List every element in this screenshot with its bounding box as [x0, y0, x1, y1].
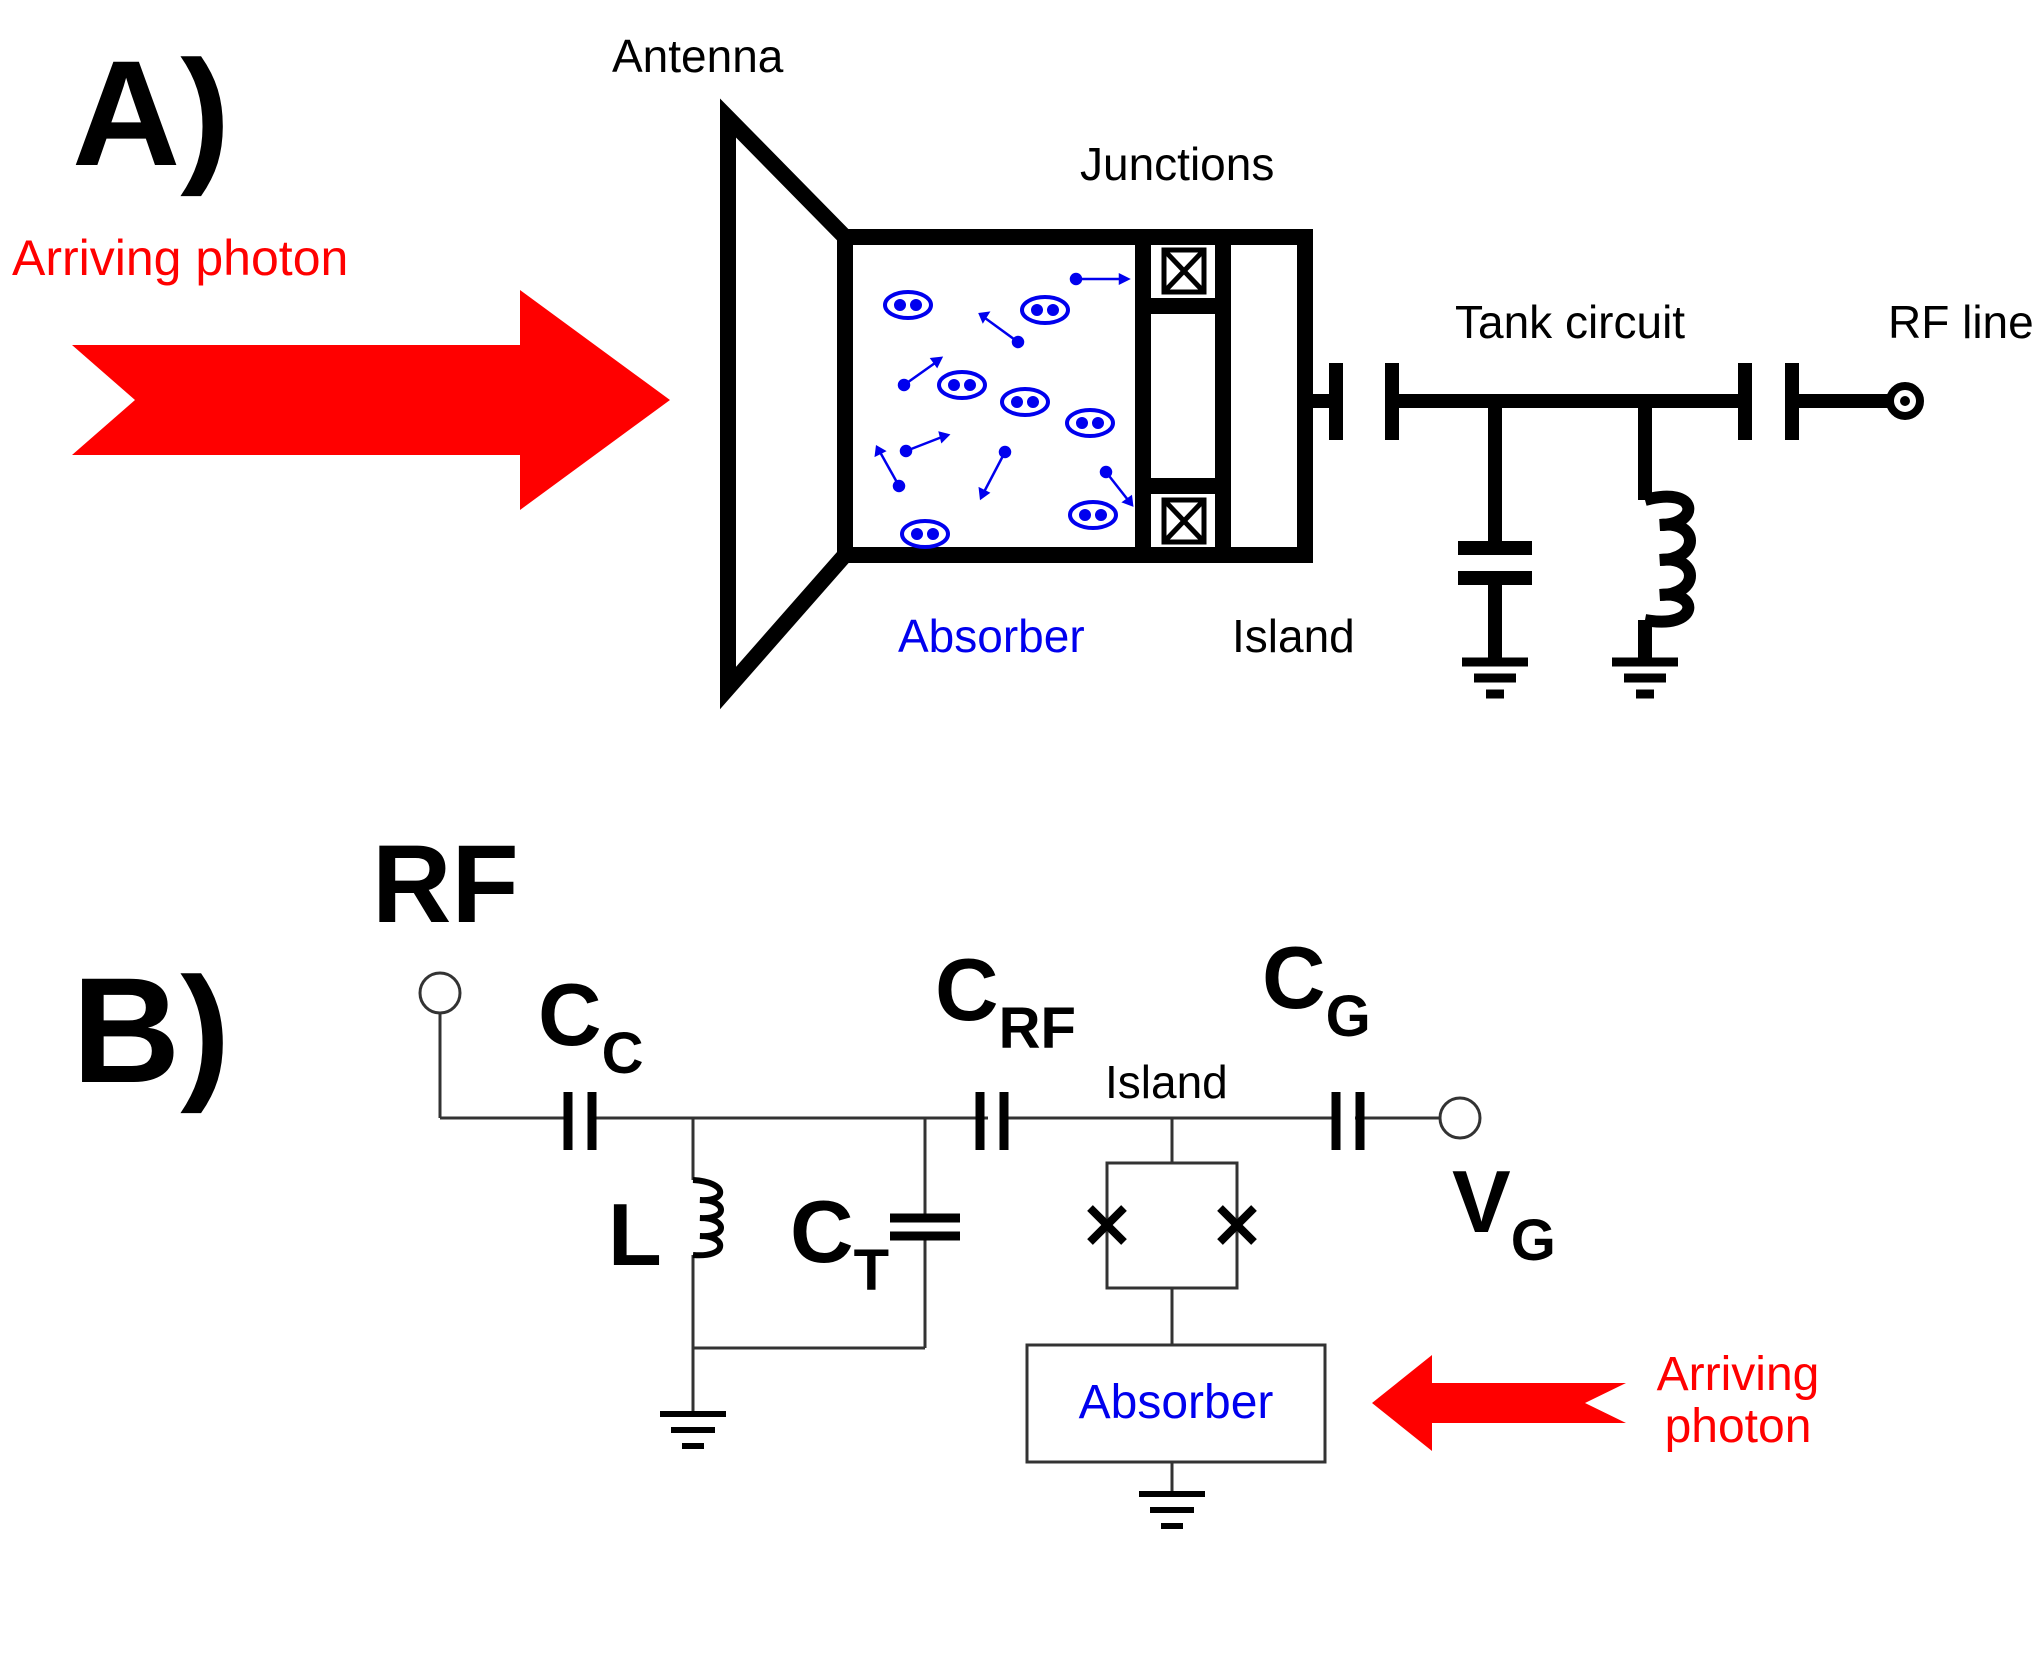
junctions-label: Junctions [1080, 138, 1274, 190]
cooper-pair [1000, 387, 1050, 417]
vg-terminal [1438, 1096, 1482, 1140]
panel-b: B) RF CC [72, 823, 1820, 1529]
arriving-photon-label-b-line2: photon [1665, 1400, 1812, 1453]
antenna-label: Antenna [612, 30, 784, 82]
ground-symbol [1139, 1491, 1205, 1529]
cooper-pairs [883, 290, 1118, 549]
squid-loop [1105, 1161, 1239, 1290]
crf-label: CRF [935, 940, 1076, 1061]
island-label-b: Island [1105, 1056, 1228, 1108]
l-label: L [608, 1185, 662, 1284]
absorber-label-b: Absorber [1079, 1376, 1274, 1429]
ground-symbol [660, 1411, 726, 1449]
rf-terminal-b [418, 971, 462, 1015]
cooper-pair [1068, 500, 1118, 530]
rf-line-label: RF line [1888, 296, 2034, 348]
absorber-label-a: Absorber [898, 610, 1085, 662]
cc-label: CC [538, 965, 643, 1086]
panel-b-label: B) [72, 946, 230, 1114]
quasiparticle [978, 445, 1012, 501]
rf-label: RF [372, 823, 519, 946]
cg-label: CG [1262, 928, 1371, 1049]
arriving-photon-label: Arriving photon [12, 230, 348, 286]
quasiparticle [978, 311, 1025, 349]
tank-circuit-label: Tank circuit [1455, 296, 1685, 348]
photon-arrow-a [72, 290, 670, 510]
cooper-pair [937, 370, 987, 400]
tank-circuit [1305, 363, 1890, 660]
quasiparticle [874, 444, 906, 493]
quasiparticles [874, 272, 1134, 507]
ground-symbol [1612, 657, 1678, 699]
antenna-horn [720, 98, 853, 710]
photon-arrow-b [1372, 1355, 1626, 1451]
quasiparticle [1069, 272, 1131, 286]
josephson-junction [1087, 1205, 1127, 1245]
panel-a-label: A) [72, 29, 230, 197]
cg-capacitor [1331, 1092, 1365, 1150]
quasiparticle [1099, 465, 1134, 507]
tank-inductor-coil [1643, 490, 1696, 628]
cooper-pair [1065, 408, 1115, 438]
island-box [1215, 229, 1313, 563]
cooper-pair [900, 519, 950, 549]
josephson-junction [1217, 1205, 1257, 1245]
junction-top [1161, 247, 1207, 295]
cc-capacitor [563, 1092, 597, 1150]
absorber-box [837, 229, 1151, 563]
cooper-pair [883, 290, 933, 320]
island-label-a: Island [1232, 610, 1355, 662]
rf-terminal [1886, 382, 1924, 420]
quasiparticle [899, 431, 951, 458]
quasiparticle [897, 356, 944, 392]
l-inductor-coil [692, 1177, 724, 1259]
panel-a: A) Arriving photon Antenna Junctions [12, 29, 2034, 710]
ct-label: CT [790, 1182, 889, 1303]
cooper-pair [1020, 295, 1070, 325]
crf-capacitor [975, 1092, 1009, 1150]
junction-column [1135, 229, 1231, 563]
arriving-photon-label-b-line1: Arriving [1657, 1348, 1820, 1401]
circuit-wires [438, 1010, 1440, 1492]
absorber-box-b [1025, 1343, 1327, 1464]
vg-label: VG [1452, 1152, 1556, 1273]
junction-bottom [1161, 497, 1207, 545]
ct-capacitor [890, 1213, 960, 1241]
ground-symbol [1462, 657, 1528, 699]
